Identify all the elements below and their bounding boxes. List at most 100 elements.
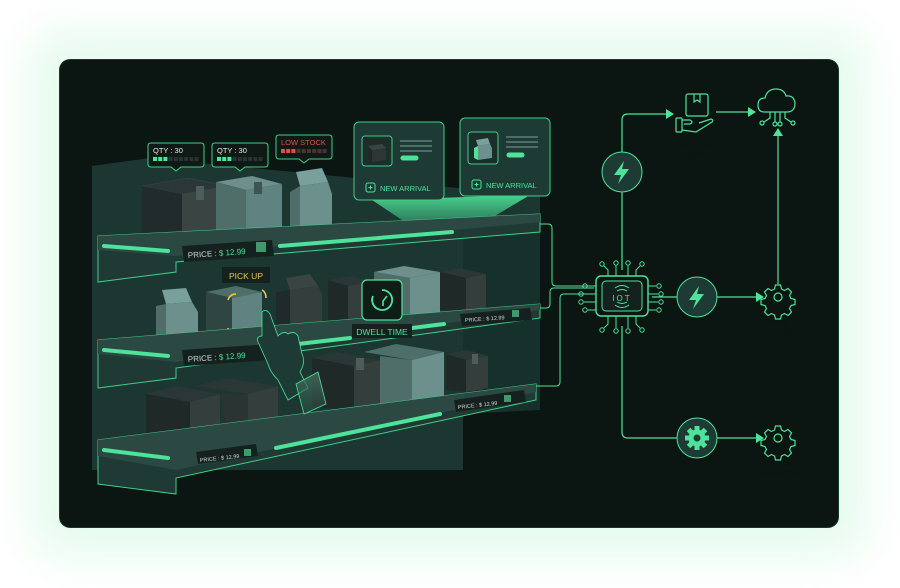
price-label-middle-left: PRICE : $ 12.99 (188, 351, 247, 364)
arrival-card[interactable]: NEW ARRIVAL (353, 121, 445, 201)
gear-icon (685, 426, 709, 450)
tag-label: LOW STOCK (281, 138, 326, 147)
low-stock-tag: LOW STOCK (275, 134, 333, 164)
led-strip (278, 230, 454, 248)
trigger-restock[interactable] (601, 151, 643, 193)
level-segment (312, 149, 317, 153)
price-label-middle-right: PRICE : $ 12.99 (465, 310, 519, 324)
quantity-tag: QTY : 30 (211, 142, 269, 172)
shelf-connectors (536, 223, 594, 387)
level-segment (237, 157, 242, 161)
level-segment (217, 157, 221, 161)
arrow-icon (666, 109, 674, 119)
level-segment (253, 157, 258, 161)
plus-icon (365, 182, 376, 193)
lightning-icon (689, 286, 704, 309)
level-segment (258, 157, 263, 161)
led-strip (102, 348, 170, 358)
level-segment (184, 157, 189, 161)
price-label-top: PRICE : $ 12.99 (188, 242, 266, 260)
led-strip (410, 322, 446, 330)
svg-text:PICK UP: PICK UP (229, 271, 263, 281)
svg-text:SYSTEM: SYSTEM (764, 461, 793, 468)
level-segment (222, 157, 227, 161)
restock-alert-node[interactable]: RESTOCK ALERT (675, 93, 714, 159)
level-segment (179, 157, 183, 161)
flow-lines (621, 111, 779, 439)
tag-label: QTY : 30 (217, 146, 247, 155)
level-segment (168, 157, 173, 161)
hand-package-icon (675, 93, 714, 133)
cloud-network-icon (757, 88, 796, 127)
qr-code-icon (504, 395, 511, 402)
arrow-icon (748, 107, 756, 117)
arrowheads (666, 107, 783, 443)
pick-up-label: PICK UP (222, 267, 270, 283)
shelf-tags: QTY : 30 QTY : 30 LOW STOCK (147, 134, 333, 172)
led-strip (102, 244, 170, 253)
level-segment (232, 157, 237, 161)
arrow-icon (773, 128, 783, 136)
level-segment (243, 157, 247, 161)
level-segment (248, 157, 253, 161)
wireless-icon (614, 285, 630, 308)
level-segment (301, 149, 306, 153)
trigger-automation[interactable] (676, 417, 718, 459)
level-segment (194, 157, 199, 161)
level-segment (189, 157, 194, 161)
digital-displays-node[interactable]: DIGITAL DISPLAYS (760, 284, 796, 336)
level-segment (286, 149, 291, 153)
trigger-displays[interactable] (676, 276, 718, 318)
quantity-tag: QTY : 30 (147, 142, 205, 172)
tag-label: QTY : 30 (153, 146, 183, 155)
led-strip (274, 412, 442, 450)
plus-icon (471, 179, 482, 190)
arrow-icon (756, 433, 764, 443)
qr-code-icon (256, 242, 266, 252)
level-segment (153, 157, 157, 161)
clock-icon (371, 289, 394, 311)
top-shelf-products (141, 168, 332, 242)
svg-text:PRICE : $ 12.99: PRICE : $ 12.99 (458, 401, 498, 411)
level-segment (291, 149, 296, 153)
led-strip (296, 336, 352, 346)
qr-code-icon (512, 310, 519, 317)
level-segment (173, 157, 178, 161)
cloud-node[interactable] (757, 88, 796, 127)
svg-text:ALERT: ALERT (686, 152, 709, 159)
level-segment (296, 149, 301, 153)
svg-text:NEW ARRIVAL: NEW ARRIVAL (380, 184, 431, 193)
svg-text:AUTOMATION: AUTOMATION (755, 470, 801, 477)
hand-icon (257, 310, 327, 415)
gear-icon (760, 284, 796, 320)
qr-code-icon (244, 449, 251, 456)
price-label-bottom-right: PRICE : $ 12.99 (458, 395, 511, 411)
svg-text:DIGITAL: DIGITAL (765, 320, 792, 327)
system-automation-node[interactable]: SYSTEM AUTOMATION (755, 425, 801, 477)
svg-text:RESTOCK: RESTOCK (680, 143, 714, 150)
level-segment (163, 157, 168, 161)
led-strip (102, 448, 170, 460)
level-segment (307, 149, 311, 153)
gear-icon (760, 425, 796, 461)
svg-text:DWELL TIME: DWELL TIME (356, 327, 408, 337)
svg-text:PRICE : $ 12.99: PRICE : $ 12.99 (465, 315, 505, 324)
level-segment (317, 149, 322, 153)
svg-text:PRICE : $ 12.99: PRICE : $ 12.99 (200, 454, 240, 464)
arrival-card[interactable]: NEW ARRIVAL (459, 117, 551, 197)
svg-text:IOT: IOT (612, 294, 631, 303)
iot-chip-hub[interactable]: IOT (578, 260, 664, 334)
bottom-shelf-ledge (97, 383, 537, 495)
dwell-time-indicator: DWELL TIME (352, 279, 412, 338)
level-segment (281, 149, 285, 153)
svg-text:DISPLAYS: DISPLAYS (761, 329, 795, 336)
arrow-icon (756, 292, 764, 302)
level-segment (227, 157, 232, 161)
level-segment (322, 149, 327, 153)
svg-text:NEW ARRIVAL: NEW ARRIVAL (486, 181, 537, 190)
level-segment (158, 157, 163, 161)
top-shelf-ledge (97, 213, 541, 283)
price-label-bottom-left: PRICE : $ 12.99 (200, 449, 251, 464)
svg-text:PRICE : $ 12.99: PRICE : $ 12.99 (188, 351, 247, 364)
